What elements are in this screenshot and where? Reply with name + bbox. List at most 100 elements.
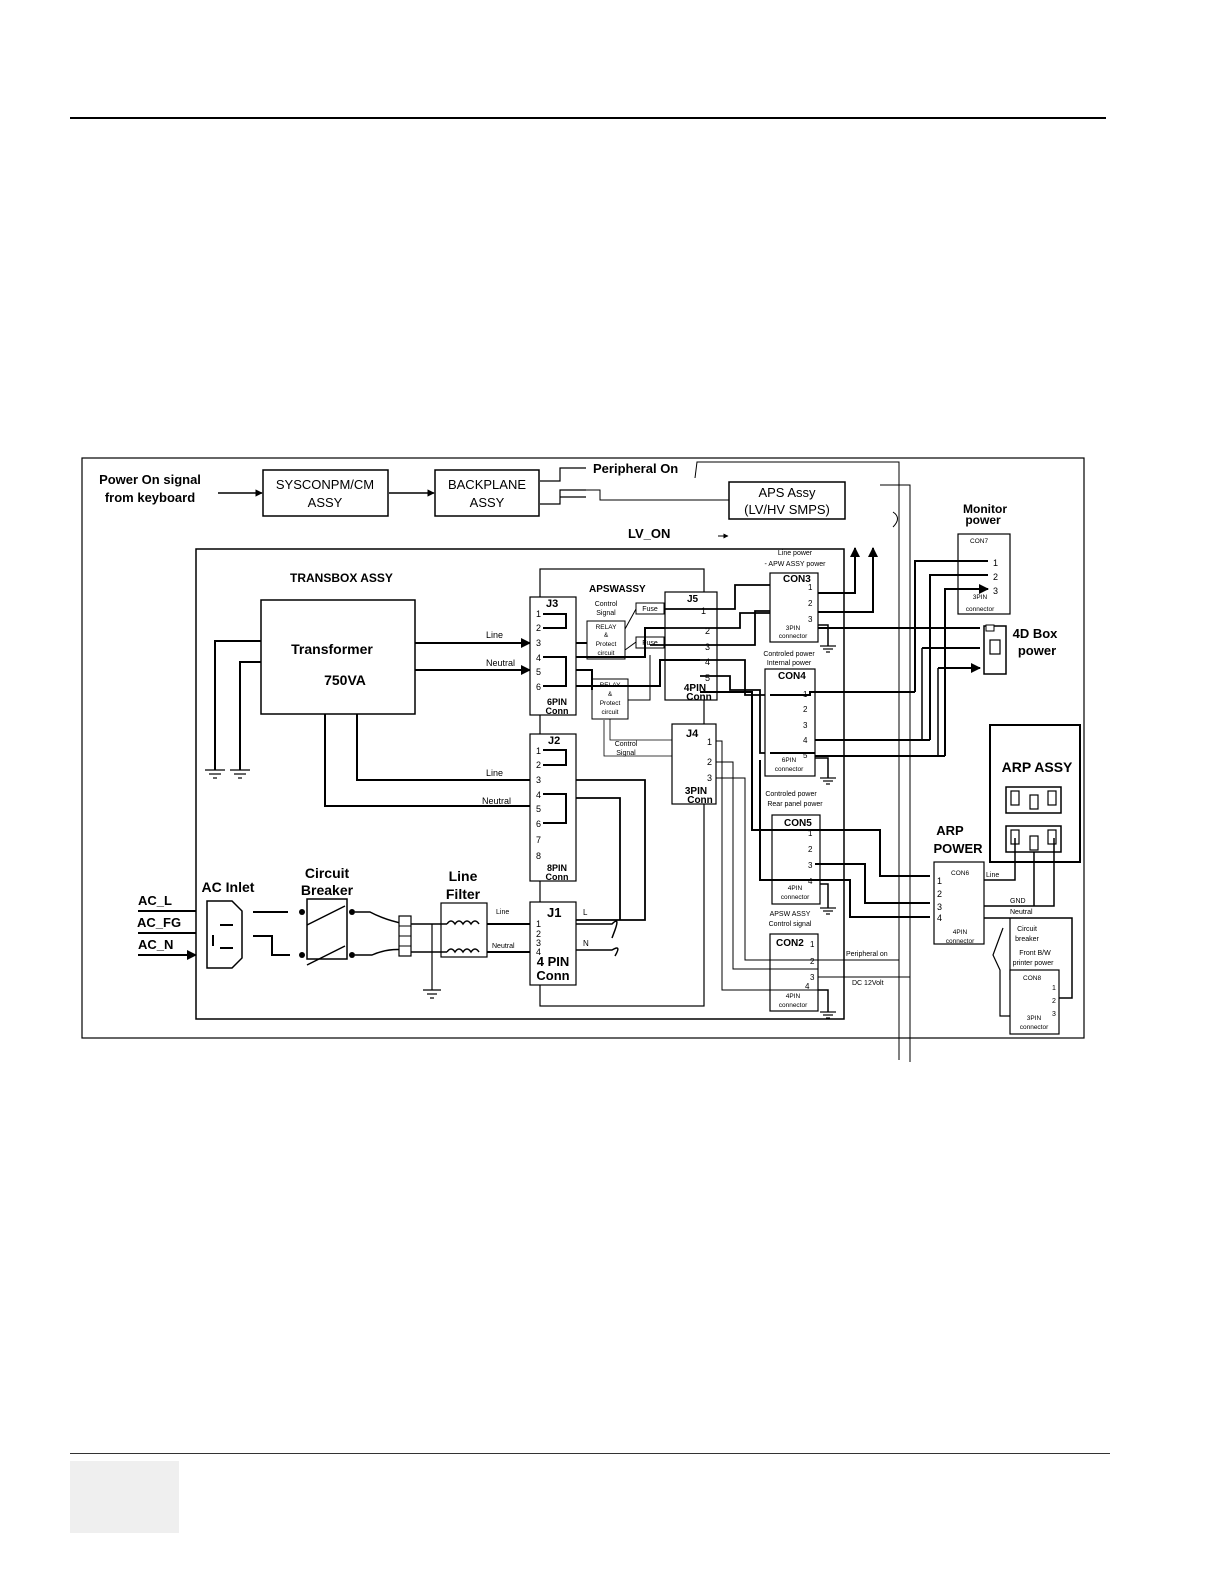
circuit-breaker-small-label: Circuit breaker bbox=[1015, 926, 1039, 943]
svg-text:3: 3 bbox=[1052, 1011, 1056, 1018]
j1-connector: J1 12 34 4 PIN Conn bbox=[529, 901, 577, 986]
svg-text:2: 2 bbox=[937, 889, 942, 899]
line-filter-label: Line Filter bbox=[446, 868, 481, 902]
svg-text:5: 5 bbox=[536, 804, 541, 814]
line-label-j1: Line bbox=[496, 909, 509, 916]
svg-text:2: 2 bbox=[993, 572, 998, 582]
svg-text:Internal power: Internal power bbox=[767, 660, 812, 667]
arp-line-label: Line bbox=[986, 872, 999, 879]
svg-text:Control signal: Control signal bbox=[769, 921, 812, 928]
svg-text:Conn: Conn bbox=[687, 795, 713, 806]
svg-text:3PIN: 3PIN bbox=[786, 625, 801, 632]
svg-text:1: 1 bbox=[536, 919, 541, 929]
svg-text:J3: J3 bbox=[546, 598, 558, 610]
svg-text:1: 1 bbox=[1052, 985, 1056, 992]
svg-text:POWER: POWER bbox=[933, 841, 983, 856]
svg-text:3PIN: 3PIN bbox=[1027, 1015, 1042, 1022]
line-label-j2: Line bbox=[486, 768, 503, 778]
line-label-j3: Line bbox=[486, 630, 503, 640]
svg-text:4 PIN: 4 PIN bbox=[537, 954, 570, 969]
svg-text:Circuit: Circuit bbox=[1017, 926, 1037, 933]
power-on-label: Power On signal from keyboard bbox=[99, 472, 201, 505]
svg-text:printer power: printer power bbox=[1013, 960, 1055, 967]
transformer-box: Transformer 750VA bbox=[260, 599, 416, 715]
svg-text:3: 3 bbox=[536, 938, 541, 948]
svg-text:Conn: Conn bbox=[546, 706, 569, 716]
svg-text:4: 4 bbox=[805, 982, 810, 991]
svg-text:APS Assy: APS Assy bbox=[758, 485, 816, 500]
svg-text:circuit: circuit bbox=[598, 650, 615, 657]
svg-text:connector: connector bbox=[781, 894, 810, 901]
svg-text:750VA: 750VA bbox=[324, 672, 366, 688]
svg-text:4: 4 bbox=[808, 877, 813, 886]
svg-text:RELAY: RELAY bbox=[596, 624, 617, 631]
svg-text:1: 1 bbox=[707, 737, 712, 747]
backplane-assy-box: BACKPLANE ASSY bbox=[434, 469, 540, 517]
svg-text:Conn: Conn bbox=[686, 692, 712, 703]
svg-text:connector: connector bbox=[775, 766, 804, 773]
svg-text:(LV/HV SMPS): (LV/HV SMPS) bbox=[744, 502, 830, 517]
arp-neutral-label: Neutral bbox=[1010, 909, 1033, 916]
svg-text:&: & bbox=[604, 632, 609, 639]
svg-text:ASSY: ASSY bbox=[308, 495, 343, 510]
svg-text:ARP: ARP bbox=[936, 823, 964, 838]
svg-text:ARP ASSY: ARP ASSY bbox=[1002, 759, 1073, 775]
svg-text:CON5: CON5 bbox=[784, 818, 812, 829]
svg-text:J2: J2 bbox=[548, 735, 560, 747]
svg-text:connector: connector bbox=[779, 633, 808, 640]
svg-text:Signal: Signal bbox=[596, 610, 616, 617]
svg-text:4: 4 bbox=[937, 913, 942, 923]
j2-connector: J2 12 34 56 78 8PIN Conn bbox=[529, 733, 577, 882]
svg-text:3: 3 bbox=[808, 615, 813, 624]
svg-text:connector: connector bbox=[1020, 1024, 1049, 1031]
svg-text:Front B/W: Front B/W bbox=[1019, 950, 1051, 957]
svg-text:circuit: circuit bbox=[602, 709, 619, 716]
peripheral-on-label: Peripheral On bbox=[593, 461, 678, 476]
svg-text:2: 2 bbox=[1052, 998, 1056, 1005]
con2-connector: APSW ASSY Control signal CON2 12 34 4PIN… bbox=[769, 911, 819, 1012]
svg-text:1: 1 bbox=[937, 876, 942, 886]
svg-text:6: 6 bbox=[536, 682, 541, 692]
svg-text:Monitor: Monitor bbox=[963, 502, 1007, 516]
svg-text:J1: J1 bbox=[547, 905, 561, 920]
svg-text:2: 2 bbox=[803, 705, 808, 714]
svg-text:1: 1 bbox=[808, 583, 813, 592]
svg-text:5: 5 bbox=[803, 751, 808, 760]
svg-text:5: 5 bbox=[536, 667, 541, 677]
svg-text:Conn: Conn bbox=[546, 872, 569, 882]
arp-assy-box: ARP ASSY bbox=[989, 724, 1081, 863]
fuse-upper: Fuse bbox=[635, 602, 665, 615]
svg-text:4D Box: 4D Box bbox=[1013, 626, 1059, 641]
transbox-assy-label: TRANSBOX ASSY bbox=[290, 571, 393, 585]
svg-text:Circuit: Circuit bbox=[305, 865, 350, 881]
ac-labels: AC_L AC_FG AC_N bbox=[137, 893, 181, 952]
svg-text:3: 3 bbox=[536, 638, 541, 648]
svg-text:3PIN: 3PIN bbox=[973, 594, 988, 601]
svg-text:4: 4 bbox=[536, 947, 541, 957]
transbox-assy-frame bbox=[195, 548, 845, 1020]
neutral-label-j2: Neutral bbox=[482, 796, 511, 806]
svg-text:Filter: Filter bbox=[446, 886, 481, 902]
arp-power-label: ARP POWER bbox=[933, 823, 983, 856]
svg-text:breaker: breaker bbox=[1015, 936, 1039, 943]
svg-text:Conn: Conn bbox=[536, 968, 569, 983]
svg-text:6: 6 bbox=[536, 819, 541, 829]
relay-protect-upper: RELAY & Protect circuit bbox=[586, 620, 626, 660]
j5-connector: J5 12 34 5 4PIN Conn bbox=[664, 591, 718, 703]
svg-text:4PIN: 4PIN bbox=[788, 885, 803, 892]
syscon-assy-box: SYSCONPM/CM ASSY bbox=[262, 469, 389, 517]
lv-on-label: LV_ON bbox=[628, 526, 670, 541]
svg-text:Transformer: Transformer bbox=[291, 641, 373, 657]
svg-text:Controled power: Controled power bbox=[763, 651, 815, 658]
neutral-label-j3: Neutral bbox=[486, 658, 515, 668]
svg-text:Signal: Signal bbox=[616, 750, 636, 757]
svg-text:Line power: Line power bbox=[778, 550, 813, 557]
svg-text:CON4: CON4 bbox=[778, 671, 806, 682]
svg-text:&: & bbox=[608, 691, 613, 698]
ac-inlet-label: AC Inlet bbox=[202, 879, 255, 895]
svg-text:2: 2 bbox=[808, 845, 813, 854]
svg-text:APSW ASSY: APSW ASSY bbox=[770, 911, 811, 918]
fuse-lower: Fuse bbox=[635, 636, 665, 649]
svg-text:2: 2 bbox=[536, 760, 541, 770]
